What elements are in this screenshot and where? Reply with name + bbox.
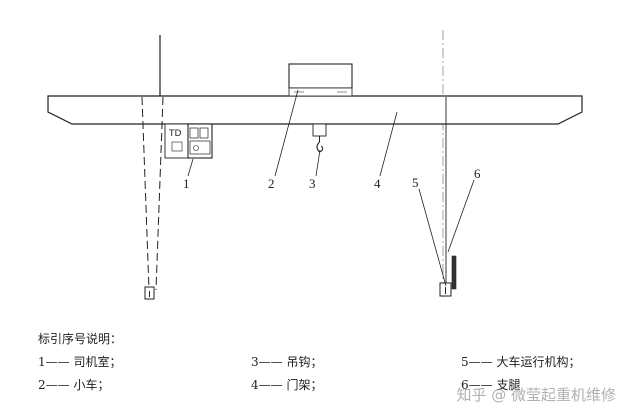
trolley-base (288, 87, 353, 97)
legend-item-travel-mechanism: 5—— 大车运行机构； (461, 355, 581, 369)
callout-5: 5 (412, 175, 419, 190)
gantry-crane-diagram: TD 1 2 3 4 5 6 (47, 30, 583, 300)
legend: 标引序号说明： 1—— 司机室； 2—— 小车； 3—— 吊钩； 4—— 门架；… (38, 328, 618, 408)
legend-item-trolley: 2—— 小车； (38, 378, 110, 392)
leader-6 (447, 179, 475, 253)
leader-3 (315, 149, 321, 177)
legend-title: 标引序号说明： (38, 332, 123, 346)
trolley (288, 63, 353, 89)
watermark: 知乎 @ 微莹起重机维修 (456, 386, 616, 404)
legend-item-gantry: 4—— 门架； (251, 378, 323, 392)
leader-1 (187, 158, 194, 177)
callout-2: 2 (268, 176, 275, 191)
left-leg-outer (141, 96, 150, 291)
left-leg-inner (155, 96, 164, 291)
travel-mechanism-plate (451, 255, 457, 290)
operator-cab: TD (164, 123, 213, 159)
svg-text:TD: TD (168, 129, 181, 139)
main-girder (47, 95, 583, 125)
leader-5 (418, 188, 447, 287)
leader-2 (274, 89, 299, 177)
legend-item-leg: 6—— 支腿 (461, 378, 521, 392)
callout-4: 4 (374, 176, 381, 191)
legend-item-hook: 3—— 吊钩； (251, 355, 323, 369)
hook-icon (312, 123, 327, 153)
leader-4 (379, 111, 398, 177)
callout-1: 1 (183, 176, 190, 191)
legend-item-cab: 1—— 司机室； (38, 355, 122, 369)
callout-6: 6 (474, 166, 481, 181)
callout-3: 3 (309, 176, 316, 191)
